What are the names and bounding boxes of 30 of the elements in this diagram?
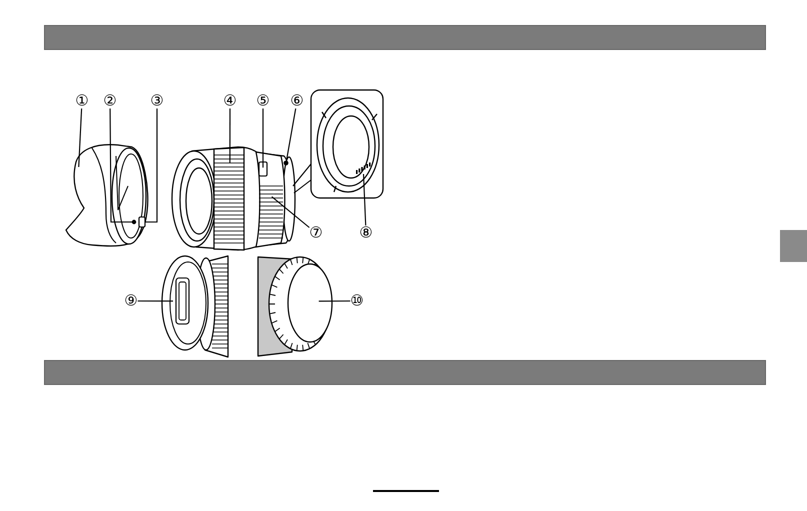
callout-number: ⑩ (350, 294, 364, 308)
contact-strip (356, 162, 371, 174)
aperture-switch (258, 161, 268, 177)
callout-number: ⑦ (309, 226, 323, 240)
callout-number: ⑨ (124, 294, 138, 308)
callout-number: ① (75, 94, 89, 108)
callout-number: ③ (150, 94, 164, 108)
leader-line (78, 108, 82, 168)
leader-line (286, 108, 296, 162)
aperture-ring (255, 151, 286, 248)
leader-line (318, 300, 350, 302)
leader-line (271, 196, 310, 228)
front-lens-cap (161, 255, 209, 351)
lens-hood (65, 144, 148, 247)
callout-number: ② (103, 94, 117, 108)
leader-line (145, 108, 158, 223)
leader-line (229, 108, 231, 163)
leader-line (262, 108, 264, 168)
callout-number: ⑧ (359, 226, 373, 240)
leader-line (362, 174, 366, 226)
callout-number: ⑤ (256, 94, 270, 108)
index-dot (132, 220, 136, 224)
leader-line (138, 300, 173, 302)
index-dot (284, 160, 288, 166)
leader-line (110, 108, 132, 223)
rear-lens-cap (268, 256, 333, 352)
callout-number: ⑥ (290, 94, 304, 108)
hood-button (138, 216, 146, 228)
focus-ring (213, 146, 245, 251)
callout-number: ④ (223, 94, 237, 108)
